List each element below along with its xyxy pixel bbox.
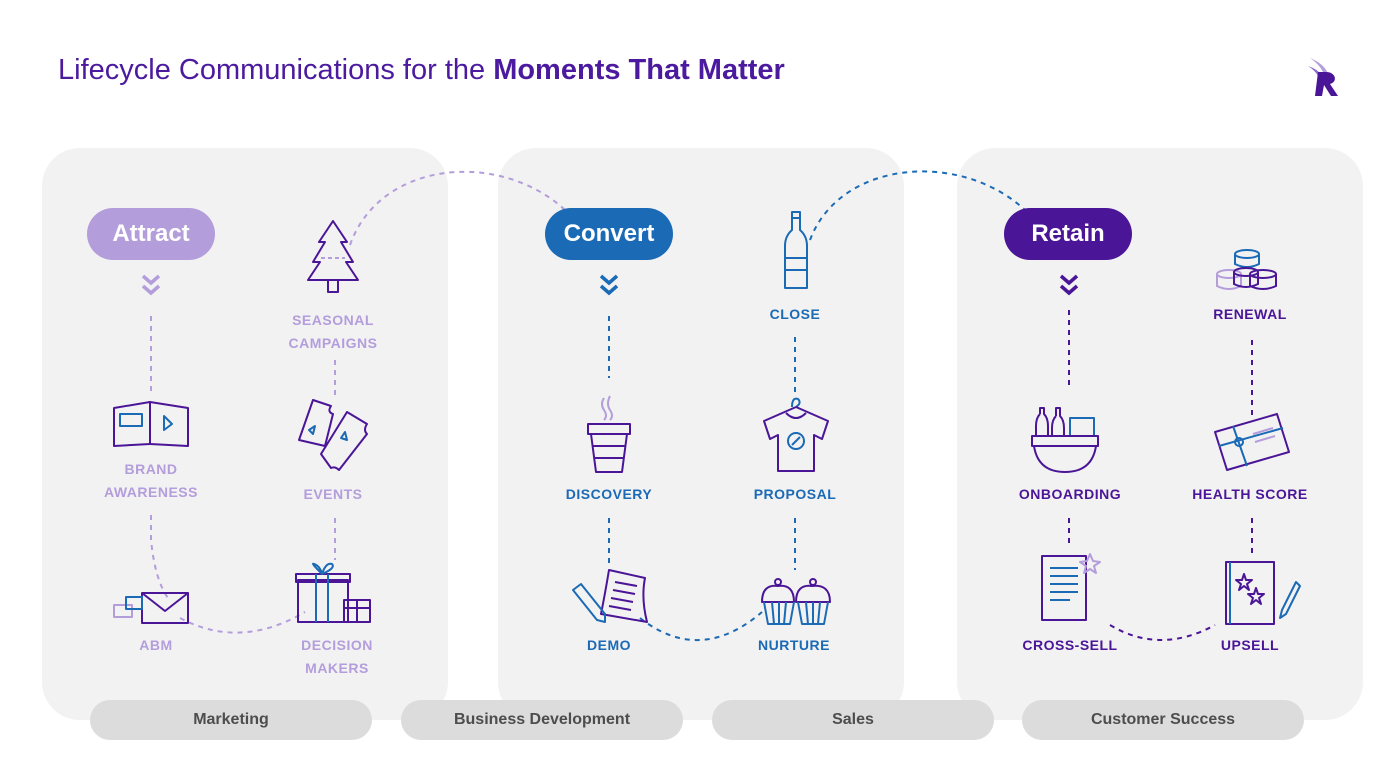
chevron-down-icon [599,274,619,296]
tree-icon [307,220,359,293]
shirt-icon [763,397,829,472]
basket-icon [1031,407,1099,473]
tickets-icon [298,399,368,471]
label-close: CLOSE [769,306,821,322]
label-abm: ABM [139,637,173,653]
r-wing-logo [1308,58,1338,96]
stage-convert: Convert [545,208,673,260]
label-upsell: UPSELL [1220,637,1280,653]
label-events: EVENTS [303,486,363,502]
envelope-icon [113,592,189,624]
bottle-icon [784,211,808,289]
chevron-down-icon [1059,274,1079,296]
stage-retain: Retain [1004,208,1132,260]
gift-icon [295,562,371,623]
pen-paper-icon [572,569,648,623]
notebook-icon [1225,561,1301,625]
chevron-down-icon [141,274,161,296]
label-crosssell: CROSS-SELL [1022,637,1118,653]
team-sales: Sales [712,700,994,740]
label-proposal: PROPOSAL [753,486,837,502]
label-discovery: DISCOVERY [565,486,653,502]
label-demo: DEMO [587,637,631,653]
title-regular: Lifecycle Communications for the [58,54,494,86]
label-health: HEALTH SCORE [1192,486,1308,502]
team-business-development: Business Development [401,700,683,740]
title-bold: Moments That Matter [493,54,785,86]
label-renewal: RENEWAL [1213,306,1287,322]
team-customer-success: Customer Success [1022,700,1304,740]
cupcakes-icon [761,578,831,625]
brochure-icon [113,401,189,447]
page-title: Lifecycle Communications for the Moments… [58,54,785,87]
label-nurture: NURTURE [758,637,830,653]
gift-card-icon [1214,413,1290,471]
stage-attract: Attract [87,208,215,260]
team-marketing: Marketing [90,700,372,740]
coffee-cup-icon [587,395,631,473]
label-onboarding: ONBOARDING [1018,486,1122,502]
document-icon [1041,553,1101,621]
coins-icon [1216,249,1277,290]
